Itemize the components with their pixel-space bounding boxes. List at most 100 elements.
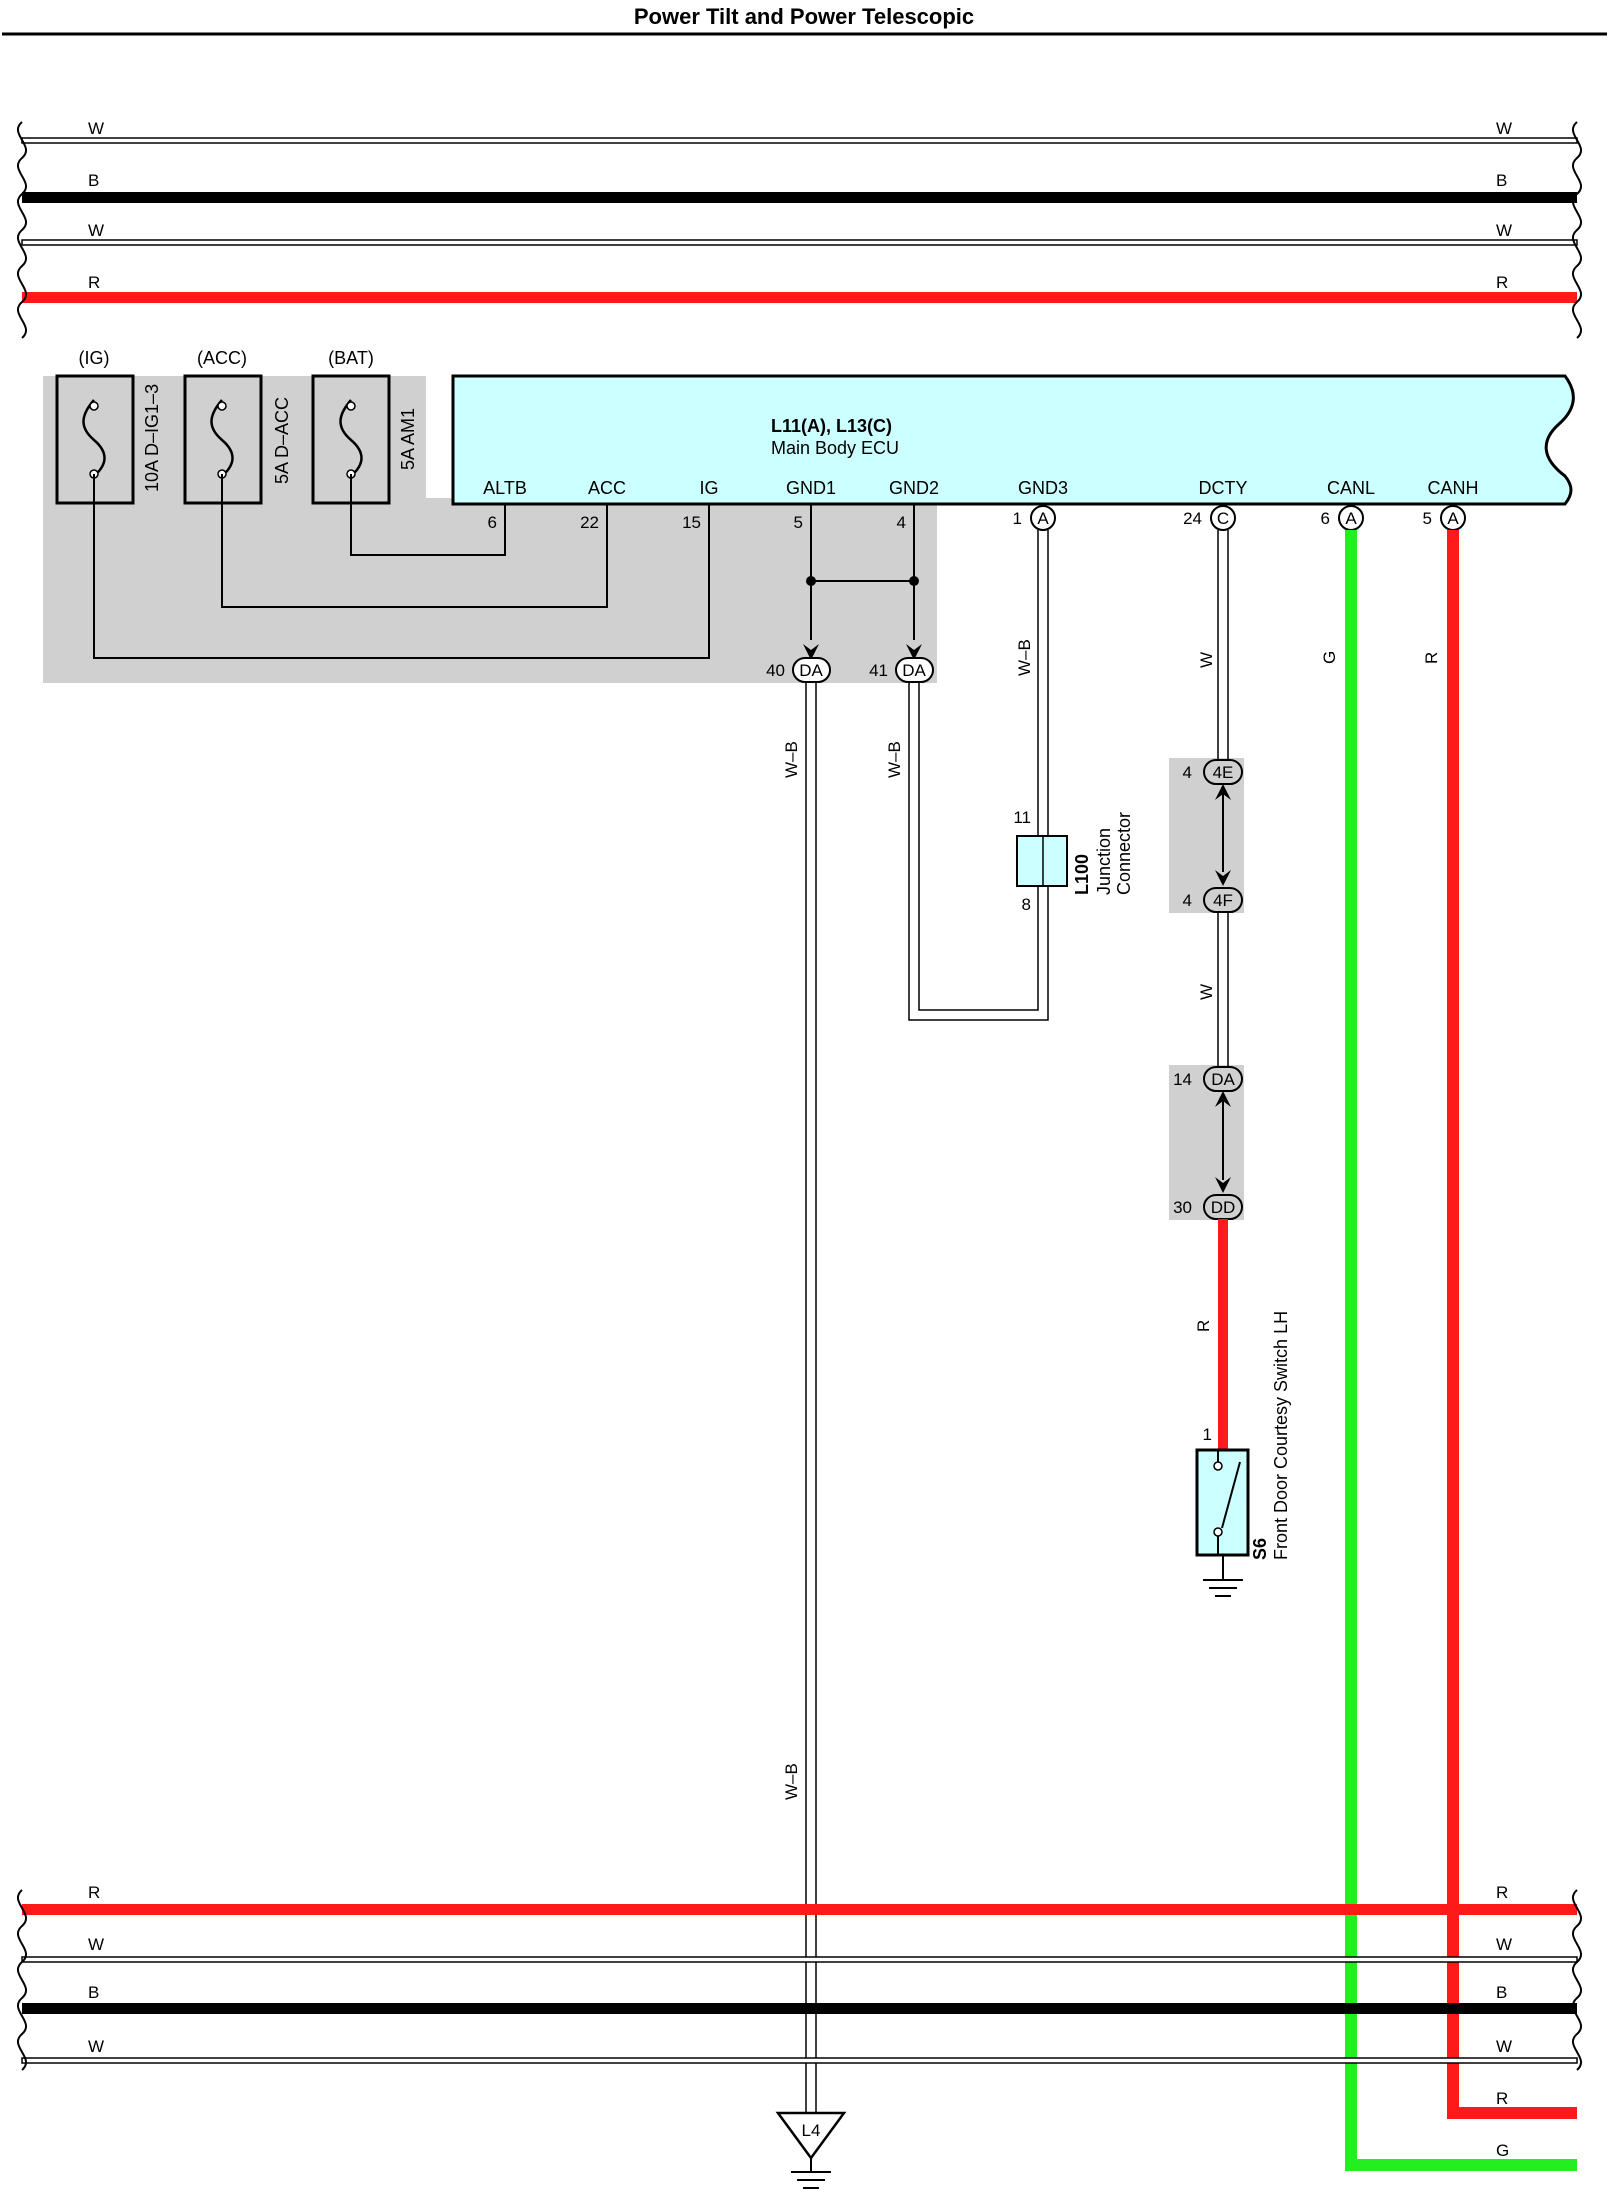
ecu-name: Main Body ECU (771, 438, 899, 458)
arrow-up-icon (1215, 1091, 1231, 1107)
bus-break-left (16, 121, 28, 339)
ecu-terminal-name: DCTY (1199, 478, 1248, 498)
bus-label: W (88, 2037, 104, 2056)
pin-number: 11 (1013, 808, 1031, 827)
ecu-terminal-name: GND1 (786, 478, 836, 498)
bus-label: R (88, 1883, 100, 1902)
bus-wire-black (22, 192, 1577, 203)
wire-color-label: W–B (782, 1763, 801, 1800)
bus-label: G (1496, 2141, 1509, 2160)
pin-number: 40 (766, 661, 785, 680)
fuse-source-label: (IG) (79, 348, 110, 368)
ecu-connector-canh: 5 A (1423, 505, 1466, 531)
fuse-source-label: (ACC) (197, 348, 247, 368)
pin-number: 6 (1321, 509, 1330, 528)
ground-wires (805, 530, 1049, 2112)
connector-oval (1203, 887, 1243, 913)
junction-name-line: Connector (1114, 812, 1134, 895)
bus-wire-white (21, 1956, 1578, 1963)
wire-color-label: W (1197, 984, 1216, 1000)
fuse-area-shade (43, 376, 426, 683)
fuse-name: 5A AM1 (398, 408, 418, 470)
wire-color-label: W–B (782, 741, 801, 778)
wire-color-label: W–B (885, 741, 904, 778)
bus-label: W (88, 119, 104, 138)
wire-bat-altb (350, 474, 506, 556)
bus-label: W (1496, 2037, 1512, 2056)
bus-label: R (1496, 2089, 1508, 2108)
bus-label: W (1496, 119, 1512, 138)
bus-break-left (16, 1889, 28, 2071)
da-connector-40: 40 DA (766, 657, 831, 683)
pin-number: 1 (1203, 1425, 1212, 1444)
ecu-terminal-name: CANH (1427, 478, 1478, 498)
pin-number: 15 (682, 513, 701, 532)
fuse-element-icon (339, 399, 363, 477)
switch-contact-icon (1213, 1527, 1223, 1537)
wire-gnd2-wb (918, 682, 1039, 1011)
fuse-name: 10A D–IG1–3 (142, 384, 162, 492)
ecu-connector-gnd3: 1 A (1013, 505, 1056, 531)
ecu-terminal-name: CANL (1327, 478, 1375, 498)
bus-label: B (1496, 171, 1507, 190)
bus-label: W (88, 221, 104, 240)
switch-contact-icon (1213, 1461, 1223, 1471)
switch-code: S6 (1250, 1538, 1270, 1560)
wire-color-label: W (1197, 652, 1216, 668)
ecu-code: L11(A), L13(C) (771, 416, 892, 436)
arrow-down-icon (803, 644, 819, 660)
wire-ig-ig (93, 474, 710, 659)
junction-name: JunctionConnector (1094, 812, 1134, 895)
pin-number: 6 (488, 513, 497, 532)
ecu-connector-dcty: 24 C (1183, 505, 1236, 531)
fuse-element-icon (82, 399, 106, 477)
wire-canl-g (1345, 530, 1577, 2171)
connector-label: DA (902, 661, 926, 680)
wire-color-label: G (1320, 651, 1339, 664)
pin-number: 14 (1173, 1070, 1192, 1089)
connector-letter: A (1447, 509, 1459, 528)
bus-label: R (1496, 1883, 1508, 1902)
pin-number: 1 (1013, 509, 1022, 528)
switch-blade-icon (1221, 1461, 1241, 1529)
fuse-name: 5A D–ACC (272, 397, 292, 484)
main-body-ecu: L11(A), L13(C) Main Body ECU ALTB ACC IG… (451, 374, 1575, 532)
fuse-wiring (93, 474, 710, 659)
pin-number: 5 (1423, 509, 1432, 528)
connector-letter: A (1345, 509, 1357, 528)
ecu-terminal-name: GND3 (1018, 478, 1068, 498)
dcty-circuit: W 4 4E 4 4F W 14 DA 30 DD R (1173, 530, 1243, 1450)
bus-wire-white (21, 239, 1578, 246)
wire-acc-acc (221, 474, 608, 608)
pin-number: 8 (1022, 895, 1031, 914)
connector-letter: C (1217, 509, 1229, 528)
wiring-area-shade (426, 498, 937, 683)
pin-number: 41 (869, 661, 888, 680)
door-courtesy-switch: 1 S6 Front Door Courtesy Switch LH (1195, 1311, 1291, 1597)
bus-break-right (1571, 121, 1583, 339)
wire-color-label: R (1194, 1320, 1213, 1332)
connector-circle (1030, 505, 1056, 531)
ground-label: L4 (802, 2121, 821, 2140)
ecu-terminal-name: ACC (588, 478, 626, 498)
fuse-bat: (BAT) 5A AM1 (311, 348, 418, 505)
ground-point-l4: L4 (775, 2111, 847, 2189)
pin-number: 5 (794, 513, 803, 532)
wire-canh-r (1447, 530, 1577, 2119)
bus-label: W (1496, 1935, 1512, 1954)
junction-box (1016, 835, 1068, 887)
pin-number: 4 (1183, 763, 1192, 782)
ecu-connector-canl: 6 A (1321, 505, 1364, 531)
pin-number: 4 (1183, 891, 1192, 910)
junction-name-line: Junction (1094, 828, 1114, 895)
fuse-terminal-icon (346, 401, 356, 411)
bus-label: W (88, 1935, 104, 1954)
connector-label: 4E (1213, 763, 1234, 782)
gnd-junction (803, 504, 922, 660)
page-title: Power Tilt and Power Telescopic (634, 4, 974, 29)
wire-color-label: R (1422, 652, 1441, 664)
bus-label: R (1496, 273, 1508, 292)
junction-connector-l100: 11 8 L100 JunctionConnector (1013, 808, 1134, 914)
arrow-up-icon (1215, 784, 1231, 800)
